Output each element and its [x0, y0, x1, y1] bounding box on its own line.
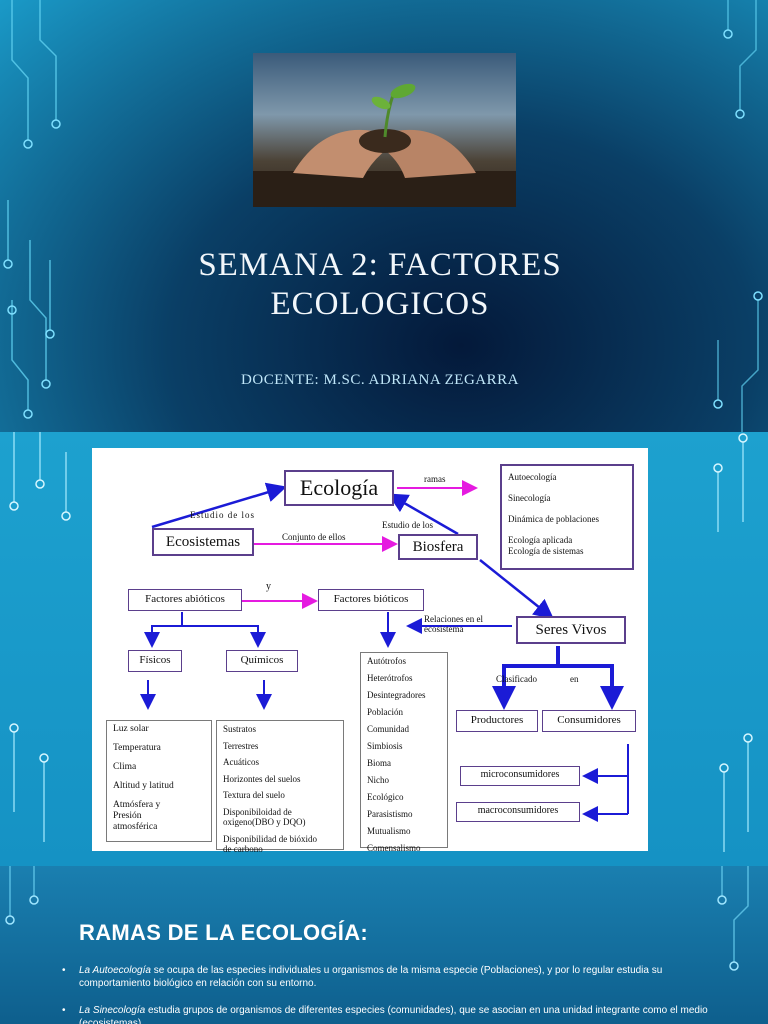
ecosistemas-node: Ecosistemas — [152, 528, 254, 556]
list-item: Ecológico — [367, 792, 404, 802]
consumidores-node: Consumidores — [542, 710, 636, 732]
definition: se ocupa de las especies individuales u … — [79, 965, 663, 989]
ecologia-node: Ecología — [284, 470, 394, 506]
productores-node: Productores — [456, 710, 538, 732]
bullet-marker: • — [62, 1005, 66, 1016]
circuit-decoration-right — [713, 0, 763, 432]
biosfera-node: Biosfera — [398, 534, 478, 560]
list-item: Horizontes del suelos — [223, 773, 301, 784]
seres-vivos-node: Seres Vivos — [516, 616, 626, 644]
ramas-list: Autoecología Sinecología Dinámica de pob… — [500, 464, 634, 570]
bullet-sinecologia: • La Sinecología estudia grupos de organi… — [62, 1004, 719, 1024]
fisicos-node: Físicos — [128, 650, 182, 672]
list-item: Nicho — [367, 775, 389, 785]
relaciones-label: Relaciones en el — [424, 614, 483, 624]
list-item: Terrestres — [223, 740, 259, 751]
title-slide: SEMANA 2: FACTORES ECOLOGICOS DOCENTE: M… — [0, 0, 768, 432]
bioticos-list: Autótrofos Heterótrofos Desintegradores … — [360, 652, 448, 853]
list-item: atmosférica — [113, 822, 158, 832]
list-item: de carbono — [223, 844, 263, 854]
circuit-decoration-left — [5, 866, 39, 925]
y-label: y — [266, 581, 271, 592]
list-item: oxigeno(DBO y DQO) — [223, 817, 306, 827]
list-item: Población — [367, 707, 403, 717]
macroconsumidores-node: macroconsumidores — [456, 802, 580, 822]
list-item: Ecología de sistemas — [508, 546, 584, 556]
list-item: Parasistismo — [367, 809, 413, 819]
list-item: Sinecología — [508, 493, 551, 503]
ramas-slide: RAMAS DE LA ECOLOGÍA: • La Autoecología s… — [0, 866, 768, 1024]
list-item: Desintegradores — [367, 690, 426, 700]
en-label: en — [570, 674, 579, 684]
term: La Autoecología — [79, 965, 151, 976]
concept-map-connectors — [140, 480, 629, 822]
list-item: Mutualismo — [367, 826, 411, 836]
ramas-label: ramas — [424, 474, 446, 484]
seedling-in-hands-photo — [253, 53, 516, 207]
section-heading: RAMAS DE LA ECOLOGÍA: — [79, 920, 369, 945]
bullet-autoecologia: • La Autoecología se ocupa de las especie… — [62, 964, 719, 990]
list-item: Autótrofos — [367, 656, 406, 666]
slide-subtitle: DOCENTE: M.SC. ADRIANA ZEGARRA — [241, 372, 519, 388]
list-item: Dinámica de poblaciones — [508, 514, 599, 524]
definition: estudia grupos de organismos de diferent… — [79, 1005, 708, 1024]
list-item: Textura del suelo — [223, 790, 285, 800]
list-item: Sustratos — [223, 724, 257, 734]
quimicos-list: Sustratos Terrestres Acuáticos Horizonte… — [216, 720, 344, 854]
list-item: Bioma — [367, 758, 391, 768]
microconsumidores-node: microconsumidores — [460, 766, 580, 786]
ecology-concept-map: Ecología ramas Autoecología Sinecología … — [92, 448, 648, 854]
fisicos-list: Luz solar Temperatura Clima Altitud y la… — [106, 720, 212, 842]
quimicos-node: Químicos — [226, 650, 298, 672]
ecosistema-label: ecosistema — [424, 624, 464, 634]
list-item: Comensalismo — [367, 843, 421, 853]
list-item: Disponibiloidad de — [223, 806, 292, 817]
estudio-label-2: Estudio de los — [382, 520, 433, 530]
estudio-label-1: Estudio de los — [190, 510, 255, 520]
list-item: Heterótrofos — [367, 673, 413, 683]
circuit-decoration-left — [3, 0, 61, 419]
bullet-marker: • — [62, 965, 66, 976]
circuit-decoration-right — [717, 866, 749, 971]
list-item: Ecología aplicada — [508, 535, 573, 545]
list-item: Altitud y latitud — [113, 781, 174, 791]
conjunto-label: Conjunto de ellos — [282, 532, 346, 542]
list-item: Clima — [113, 762, 137, 772]
list-item: Atmósfera y — [113, 800, 161, 810]
term: La Sinecología — [79, 1005, 146, 1016]
list-item: Disponibilidad de bióxido — [223, 833, 317, 844]
list-item: Temperatura — [113, 743, 161, 753]
circuit-decoration-left — [9, 432, 71, 842]
bioticos-node: Factores bióticos — [318, 589, 424, 611]
slide-title: SEMANA 2: FACTORES ECOLOGICOS — [198, 247, 562, 322]
list-item: Presión — [113, 811, 142, 821]
list-item: Acuáticos — [223, 757, 259, 767]
circuit-decoration-right — [713, 433, 753, 852]
list-item: Comunidad — [367, 724, 409, 734]
concept-map-slide: Ecología ramas Autoecología Sinecología … — [0, 432, 768, 866]
list-item: Luz solar — [113, 724, 149, 734]
abioticos-node: Factores abióticos — [128, 589, 242, 611]
list-item: Autoecología — [508, 472, 557, 482]
clasificado-label: Clasificado — [496, 674, 537, 684]
list-item: Simbiosis — [367, 741, 403, 751]
